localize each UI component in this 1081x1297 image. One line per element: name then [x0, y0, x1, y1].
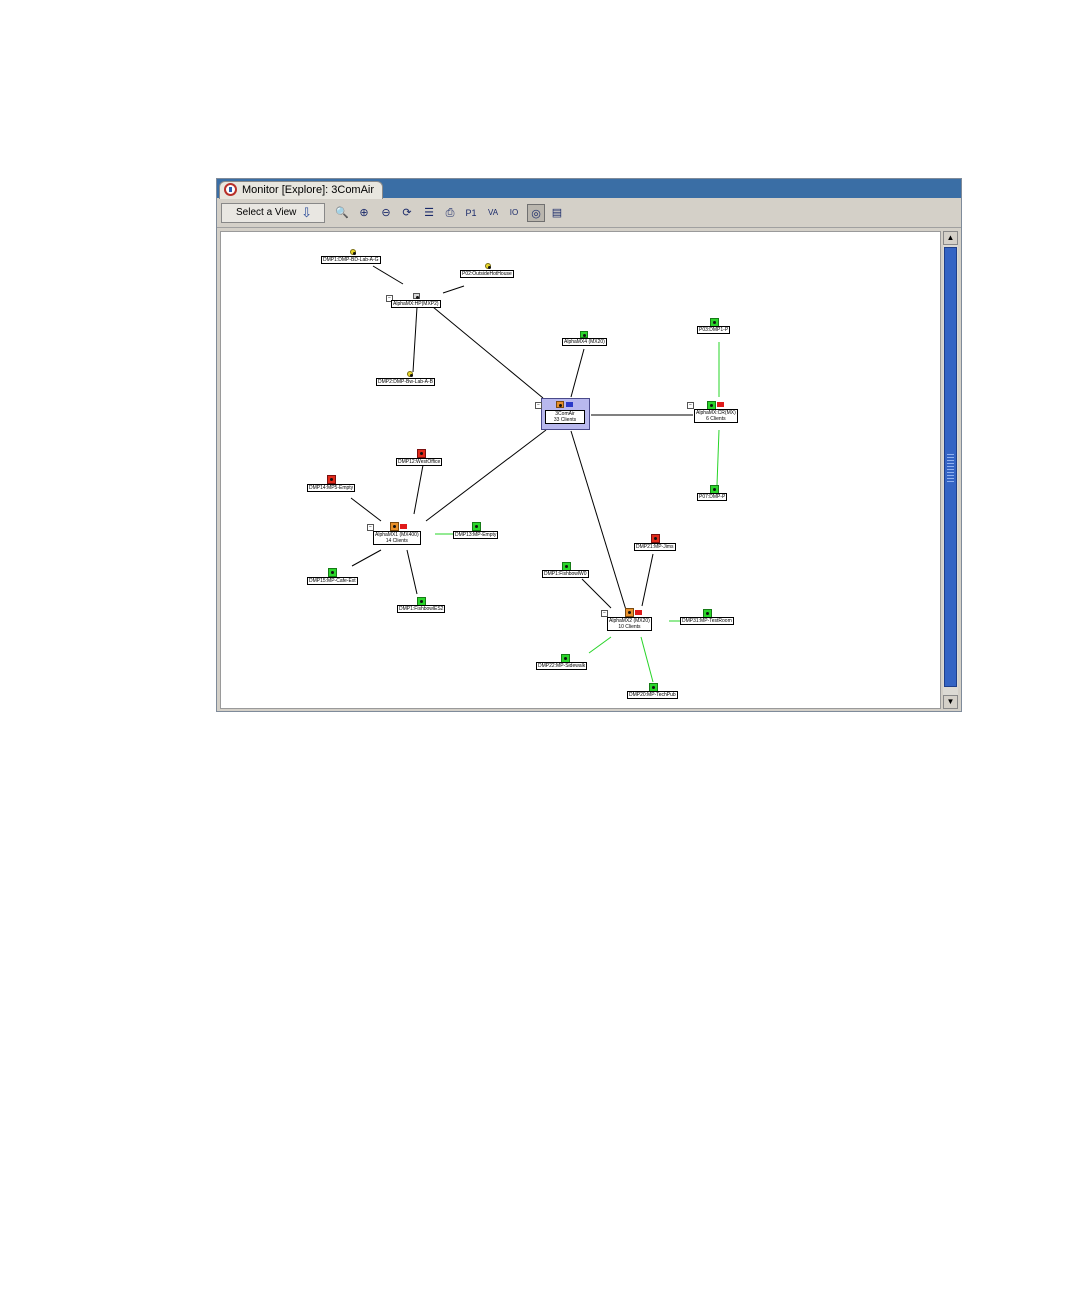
node-clients: 6 Clients [706, 416, 726, 422]
mobility-domain-icon [556, 401, 564, 408]
node-name: AlphaMX1 (MX400) [375, 532, 419, 538]
link-line [442, 285, 465, 294]
node-label: DMP1:FishbowlW0 [542, 570, 589, 578]
switch-icon [625, 608, 634, 617]
select-view-label: Select a View [236, 207, 297, 218]
collapse-toggle[interactable]: − [601, 610, 608, 617]
node-name: AlphaMX:CR(MX) [696, 410, 736, 416]
io-icon[interactable]: IO [509, 208, 519, 217]
flag-icon [400, 524, 407, 529]
search-icon[interactable]: 🔍 [335, 207, 349, 219]
link-line [432, 306, 544, 399]
toolbar: Select a View ⇩ 🔍 ⊕ ⊖ ⟳ ☰ ⎙ P1 VA IO ◎ ▤ [217, 199, 961, 228]
switch-icon [390, 522, 399, 531]
monitor-icon [224, 183, 237, 196]
node-label: AlphaMX:CR(MX)6 Clients [694, 409, 738, 423]
node-label: DMP20:MP-TechPub [627, 691, 678, 699]
link-line [570, 430, 627, 611]
node-clients: 14 Clients [385, 538, 408, 544]
link-line [350, 497, 382, 522]
collapse-toggle[interactable]: − [386, 295, 393, 302]
collapse-toggle[interactable]: − [687, 402, 694, 409]
root-clients: 33 Clients [553, 417, 577, 423]
tab-title: Monitor [Explore]: 3ComAir [242, 184, 375, 196]
node-label: DMP13:MP-Empty [453, 531, 499, 539]
root-name: 3ComAir [555, 411, 575, 417]
access-point-icon [485, 263, 491, 269]
link-line-green [716, 429, 720, 486]
access-point-icon [407, 371, 413, 377]
link-line [351, 549, 382, 567]
network-map-canvas[interactable]: DMP1:DMP-BD-Lab-A-G P02:OutsideHotHouse … [220, 231, 941, 709]
link-line [406, 549, 418, 595]
grip-icon [947, 454, 954, 484]
node-label: DMP31:MP-TestRoom [680, 617, 734, 625]
scroll-thumb[interactable] [944, 247, 957, 687]
link-line [570, 348, 585, 398]
monitor-window: Monitor [Explore]: 3ComAir Select a View… [216, 178, 962, 712]
node-name: AlphaMX2 (MX20) [609, 618, 650, 624]
access-point-icon [651, 534, 660, 543]
scroll-up-button[interactable]: ▲ [943, 231, 958, 245]
va-icon[interactable]: VA [487, 208, 499, 217]
access-point-icon [472, 522, 481, 531]
node-label: AlphaMX2 (MX20)10 Clients [607, 617, 652, 631]
node-label: DMP1:DMP-BD-Lab-A-G [321, 256, 381, 264]
link-line [581, 578, 612, 609]
target-icon[interactable]: ◎ [527, 204, 545, 222]
node-label: P02:OutsideHotHouse [460, 270, 514, 278]
link-layer [350, 265, 720, 683]
switch-icon [580, 331, 588, 338]
print-icon[interactable]: ⎙ [445, 207, 455, 219]
switch-icon [413, 293, 420, 299]
collapse-toggle[interactable]: − [535, 402, 542, 409]
list-icon[interactable]: ☰ [424, 207, 434, 219]
collapse-toggle[interactable]: − [367, 524, 374, 531]
access-point-icon [328, 568, 337, 577]
link-line [425, 429, 547, 522]
flag-icon [566, 402, 573, 407]
link-line [372, 265, 404, 285]
node-label: AlphaMX1 (MX400)14 Clients [373, 531, 421, 545]
flag-icon [717, 402, 724, 407]
node-label: DMP14:MP5-Empty [307, 484, 356, 492]
link-line-green [588, 636, 612, 654]
access-point-icon [350, 249, 356, 255]
scroll-down-button[interactable]: ▼ [943, 695, 958, 709]
link-line [413, 464, 424, 515]
notes-icon[interactable]: ▤ [551, 207, 563, 219]
refresh-icon[interactable]: ⟳ [402, 207, 412, 219]
node-label: AlphaMX4 (MX20) [562, 338, 607, 346]
access-point-icon [327, 475, 336, 484]
arrow-down-icon: ⇩ [301, 205, 312, 220]
node-label: P03:DMP1-P [697, 326, 731, 334]
node-label: DMP12:WestOffice [396, 458, 443, 466]
vertical-scrollbar[interactable]: ▲ ▼ [943, 231, 958, 709]
zoom-in-icon[interactable]: ⊕ [359, 207, 369, 219]
node-label: P07:DMP-P [697, 493, 728, 501]
node-clients: 10 Clients [618, 624, 641, 630]
p1-icon[interactable]: P1 [465, 208, 477, 218]
select-view-button[interactable]: Select a View ⇩ [221, 203, 325, 223]
tab-monitor-explore[interactable]: Monitor [Explore]: 3ComAir [219, 181, 384, 199]
access-point-icon [417, 449, 426, 458]
node-label: DMP22:MP-Sidewalk [536, 662, 588, 670]
zoom-out-icon[interactable]: ⊖ [381, 207, 391, 219]
node-label: DMP21:MP-Jims [634, 543, 676, 551]
node-label: DMP1:FishbowlES2 [397, 605, 446, 613]
link-line [412, 306, 418, 373]
node-label: DMP2:DMP-Bw-Lab-A-B [376, 378, 436, 386]
link-line-green [640, 636, 654, 683]
flag-icon [635, 610, 642, 615]
node-label: AlphaMX:HP(MXP2) [391, 300, 441, 308]
window-title-bar: Monitor [Explore]: 3ComAir [217, 179, 961, 199]
node-label: DMP15:MP-Cafe-Ext [307, 577, 358, 585]
link-line [641, 553, 654, 607]
